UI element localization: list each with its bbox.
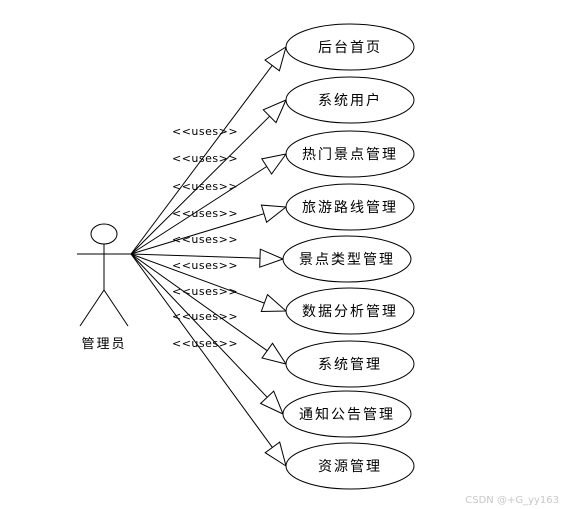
use-case-label: 通知公告管理 <box>299 406 395 423</box>
use-case-label: 资源管理 <box>318 459 382 475</box>
use-case-ellipse <box>285 23 415 71</box>
actor-left-leg <box>79 289 105 327</box>
hollow-arrowhead-icon <box>260 204 288 224</box>
use-case-ellipse <box>282 235 412 283</box>
use-case-label: 系统用户 <box>318 92 382 109</box>
hollow-arrowhead-icon <box>264 45 287 72</box>
uses-stereotype-label: <<uses>> <box>172 180 238 193</box>
uses-line <box>130 213 265 255</box>
use-case-label: 旅游路线管理 <box>302 200 398 216</box>
uses-stereotype-label: <<uses>> <box>172 259 238 272</box>
use-case: 通知公告管理 <box>282 390 412 438</box>
uses-line <box>130 253 268 398</box>
use-case-ellipse <box>285 183 415 231</box>
use-case-label: 数据分析管理 <box>302 304 398 320</box>
use-case-ellipse <box>285 130 415 178</box>
uses-line <box>130 166 267 255</box>
use-case-label: 后台首页 <box>318 40 382 56</box>
use-case: 景点类型管理 <box>282 235 412 283</box>
use-case: 系统管理 <box>285 340 415 388</box>
hollow-arrowhead-icon <box>262 99 287 124</box>
uses-connectors <box>130 45 288 468</box>
use-case-label: 系统管理 <box>318 357 382 373</box>
use-case: 资源管理 <box>285 442 415 490</box>
use-case: 后台首页 <box>285 23 415 71</box>
hollow-arrowhead-icon <box>259 390 284 415</box>
watermark: CSDN @+G_yy163 <box>465 495 559 506</box>
uses-line <box>130 253 261 259</box>
use-case-ellipse <box>282 390 412 438</box>
use-case-ellipse <box>285 340 415 388</box>
hollow-arrowhead-icon <box>260 153 288 175</box>
use-case-label: 景点类型管理 <box>299 252 395 268</box>
use-case-ellipse <box>285 76 415 124</box>
uses-line <box>130 65 273 255</box>
use-case-ellipse <box>285 442 415 490</box>
actor-figure <box>77 223 131 327</box>
uses-line <box>130 253 268 352</box>
uses-stereotype-label: <<uses>> <box>172 337 238 350</box>
uses-stereotype-label: <<uses>> <box>172 207 238 220</box>
actor-right-leg <box>103 289 129 327</box>
uses-stereotype-label: <<uses>> <box>172 310 238 323</box>
actor-label: 管理员 <box>81 337 126 352</box>
hollow-arrowhead-icon <box>259 248 285 268</box>
uses-line <box>130 253 273 448</box>
hollow-arrowhead-icon <box>261 342 288 365</box>
hollow-arrowhead-icon <box>260 293 288 313</box>
uses-line <box>130 253 265 304</box>
use-case: 旅游路线管理 <box>285 183 415 231</box>
uses-stereotype-label: <<uses>> <box>172 285 238 298</box>
use-case: 系统用户 <box>285 76 415 124</box>
uses-stereotype-label: <<uses>> <box>172 233 238 246</box>
uses-labels: <<uses>> <<uses>> <<uses>> <<uses>> <<uses>>… <box>172 125 238 350</box>
uses-stereotype-label: <<uses>> <box>172 152 238 165</box>
hollow-arrowhead-icon <box>264 441 287 468</box>
actor-head <box>90 223 118 245</box>
use-case-list: 后台首页系统用户热门景点管理旅游路线管理景点类型管理数据分析管理系统管理通知公告… <box>282 23 415 490</box>
use-case: 热门景点管理 <box>285 130 415 178</box>
use-case-ellipse <box>285 287 415 335</box>
uses-stereotype-label: <<uses>> <box>172 125 238 138</box>
uses-line <box>130 115 271 255</box>
use-case-label: 热门景点管理 <box>302 147 398 163</box>
use-case: 数据分析管理 <box>285 287 415 335</box>
